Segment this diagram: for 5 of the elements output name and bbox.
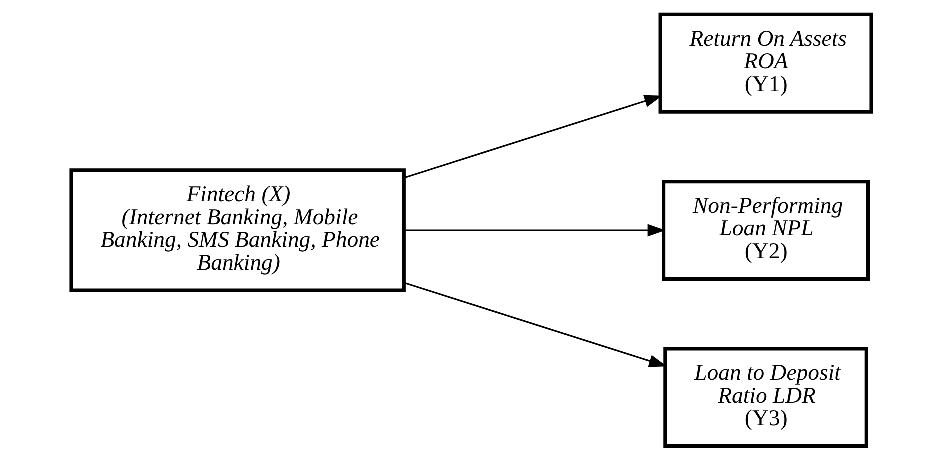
node-box: Loan to Deposit Ratio LDR (Y3): [664, 347, 868, 448]
node-box: Non-Performing Loan NPL (Y2): [662, 180, 870, 281]
node-box: Fintech (X) (Internet Banking, Mobile Banking, SMS Banking, Phone Banking): [70, 168, 406, 292]
arrow: [404, 95, 662, 179]
node-box: Return On Assets ROA (Y1): [658, 12, 874, 114]
